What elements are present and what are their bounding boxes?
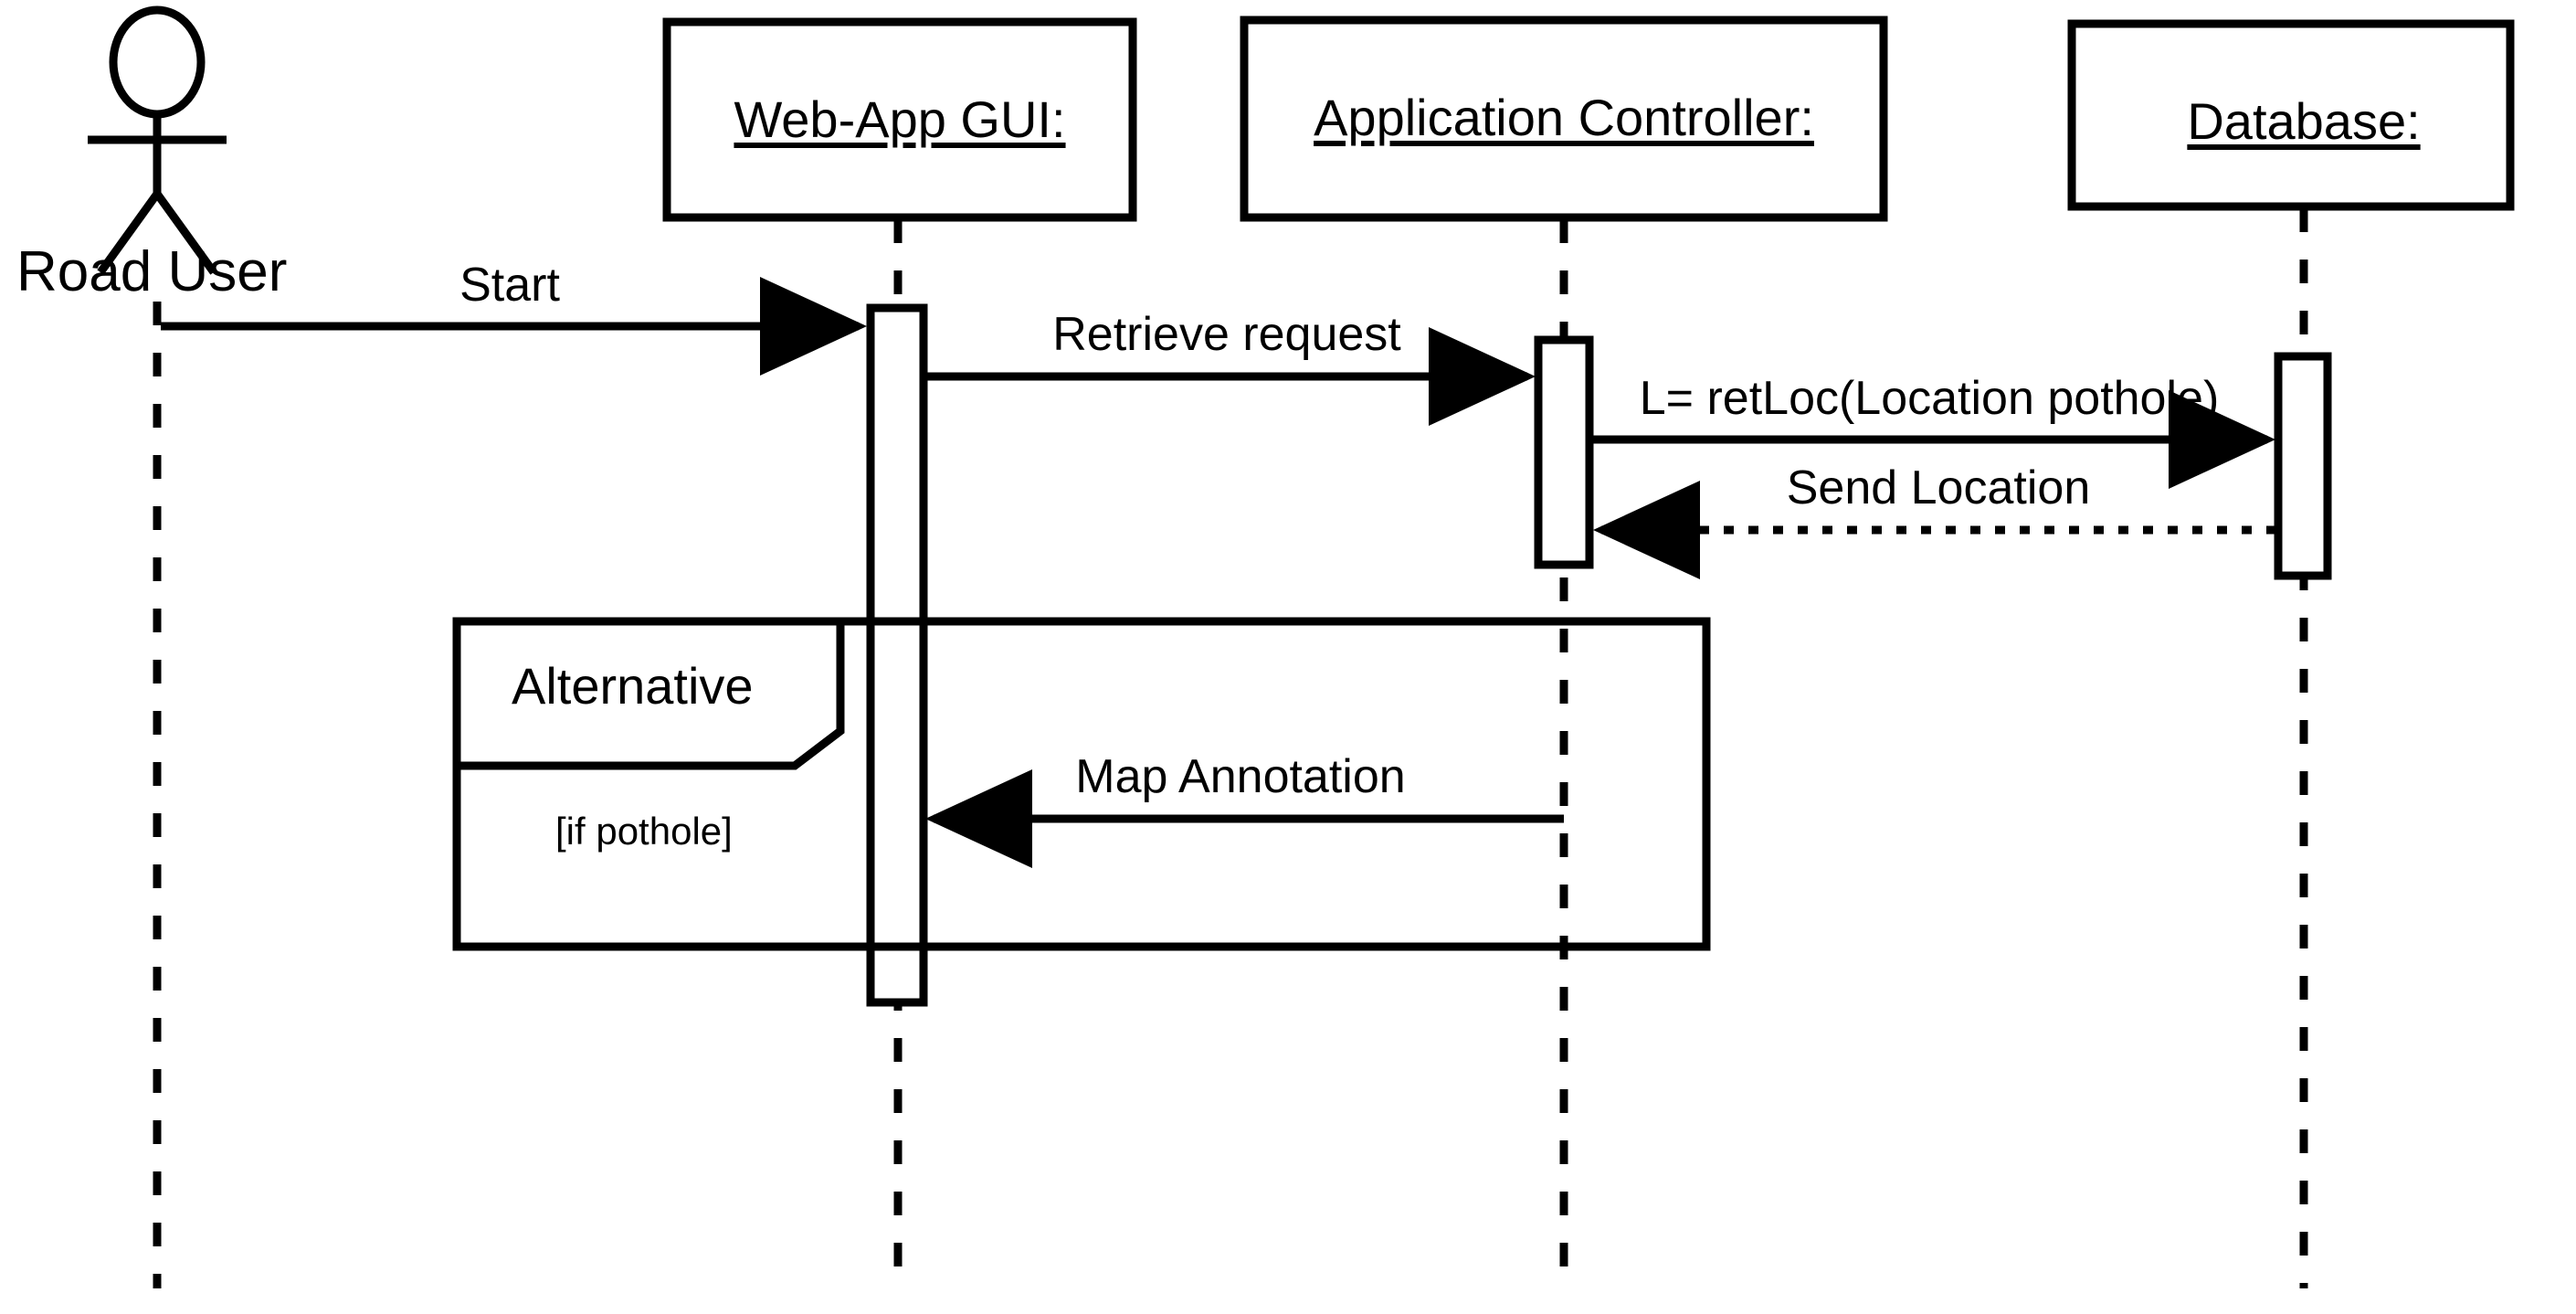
activation-bar-controller [1534, 335, 1594, 569]
combined-fragment-tab [452, 617, 845, 770]
stick-figure-actor-icon [88, 5, 227, 275]
combined-fragment-title: Alternative [512, 657, 754, 715]
participant-label-webapp: Web-App GUI: [734, 90, 1066, 148]
participant-label-database: Database: [2187, 92, 2421, 150]
message-label-start: Start [459, 259, 560, 312]
message-label-retloc: L= retLoc(Location pothole) [1639, 372, 2220, 425]
combined-fragment-frame[interactable] [452, 617, 1711, 951]
participant-label-controller: Application Controller: [1314, 89, 1814, 146]
participant-box-database[interactable] [2067, 19, 2515, 211]
message-label-send-location: Send Location [1786, 461, 2091, 514]
message-label-map-annotation: Map Annotation [1075, 750, 1406, 803]
message-label-retrieve-request: Retrieve request [1052, 308, 1401, 361]
activation-bar-database [2274, 352, 2332, 580]
activation-bar-webapp [866, 303, 928, 1007]
actor-label-road-user: Road User [16, 240, 288, 303]
combined-fragment-guard: [if pothole] [555, 810, 733, 853]
participant-box-controller[interactable] [1240, 16, 1888, 222]
participant-box-webapp[interactable] [662, 17, 1137, 222]
